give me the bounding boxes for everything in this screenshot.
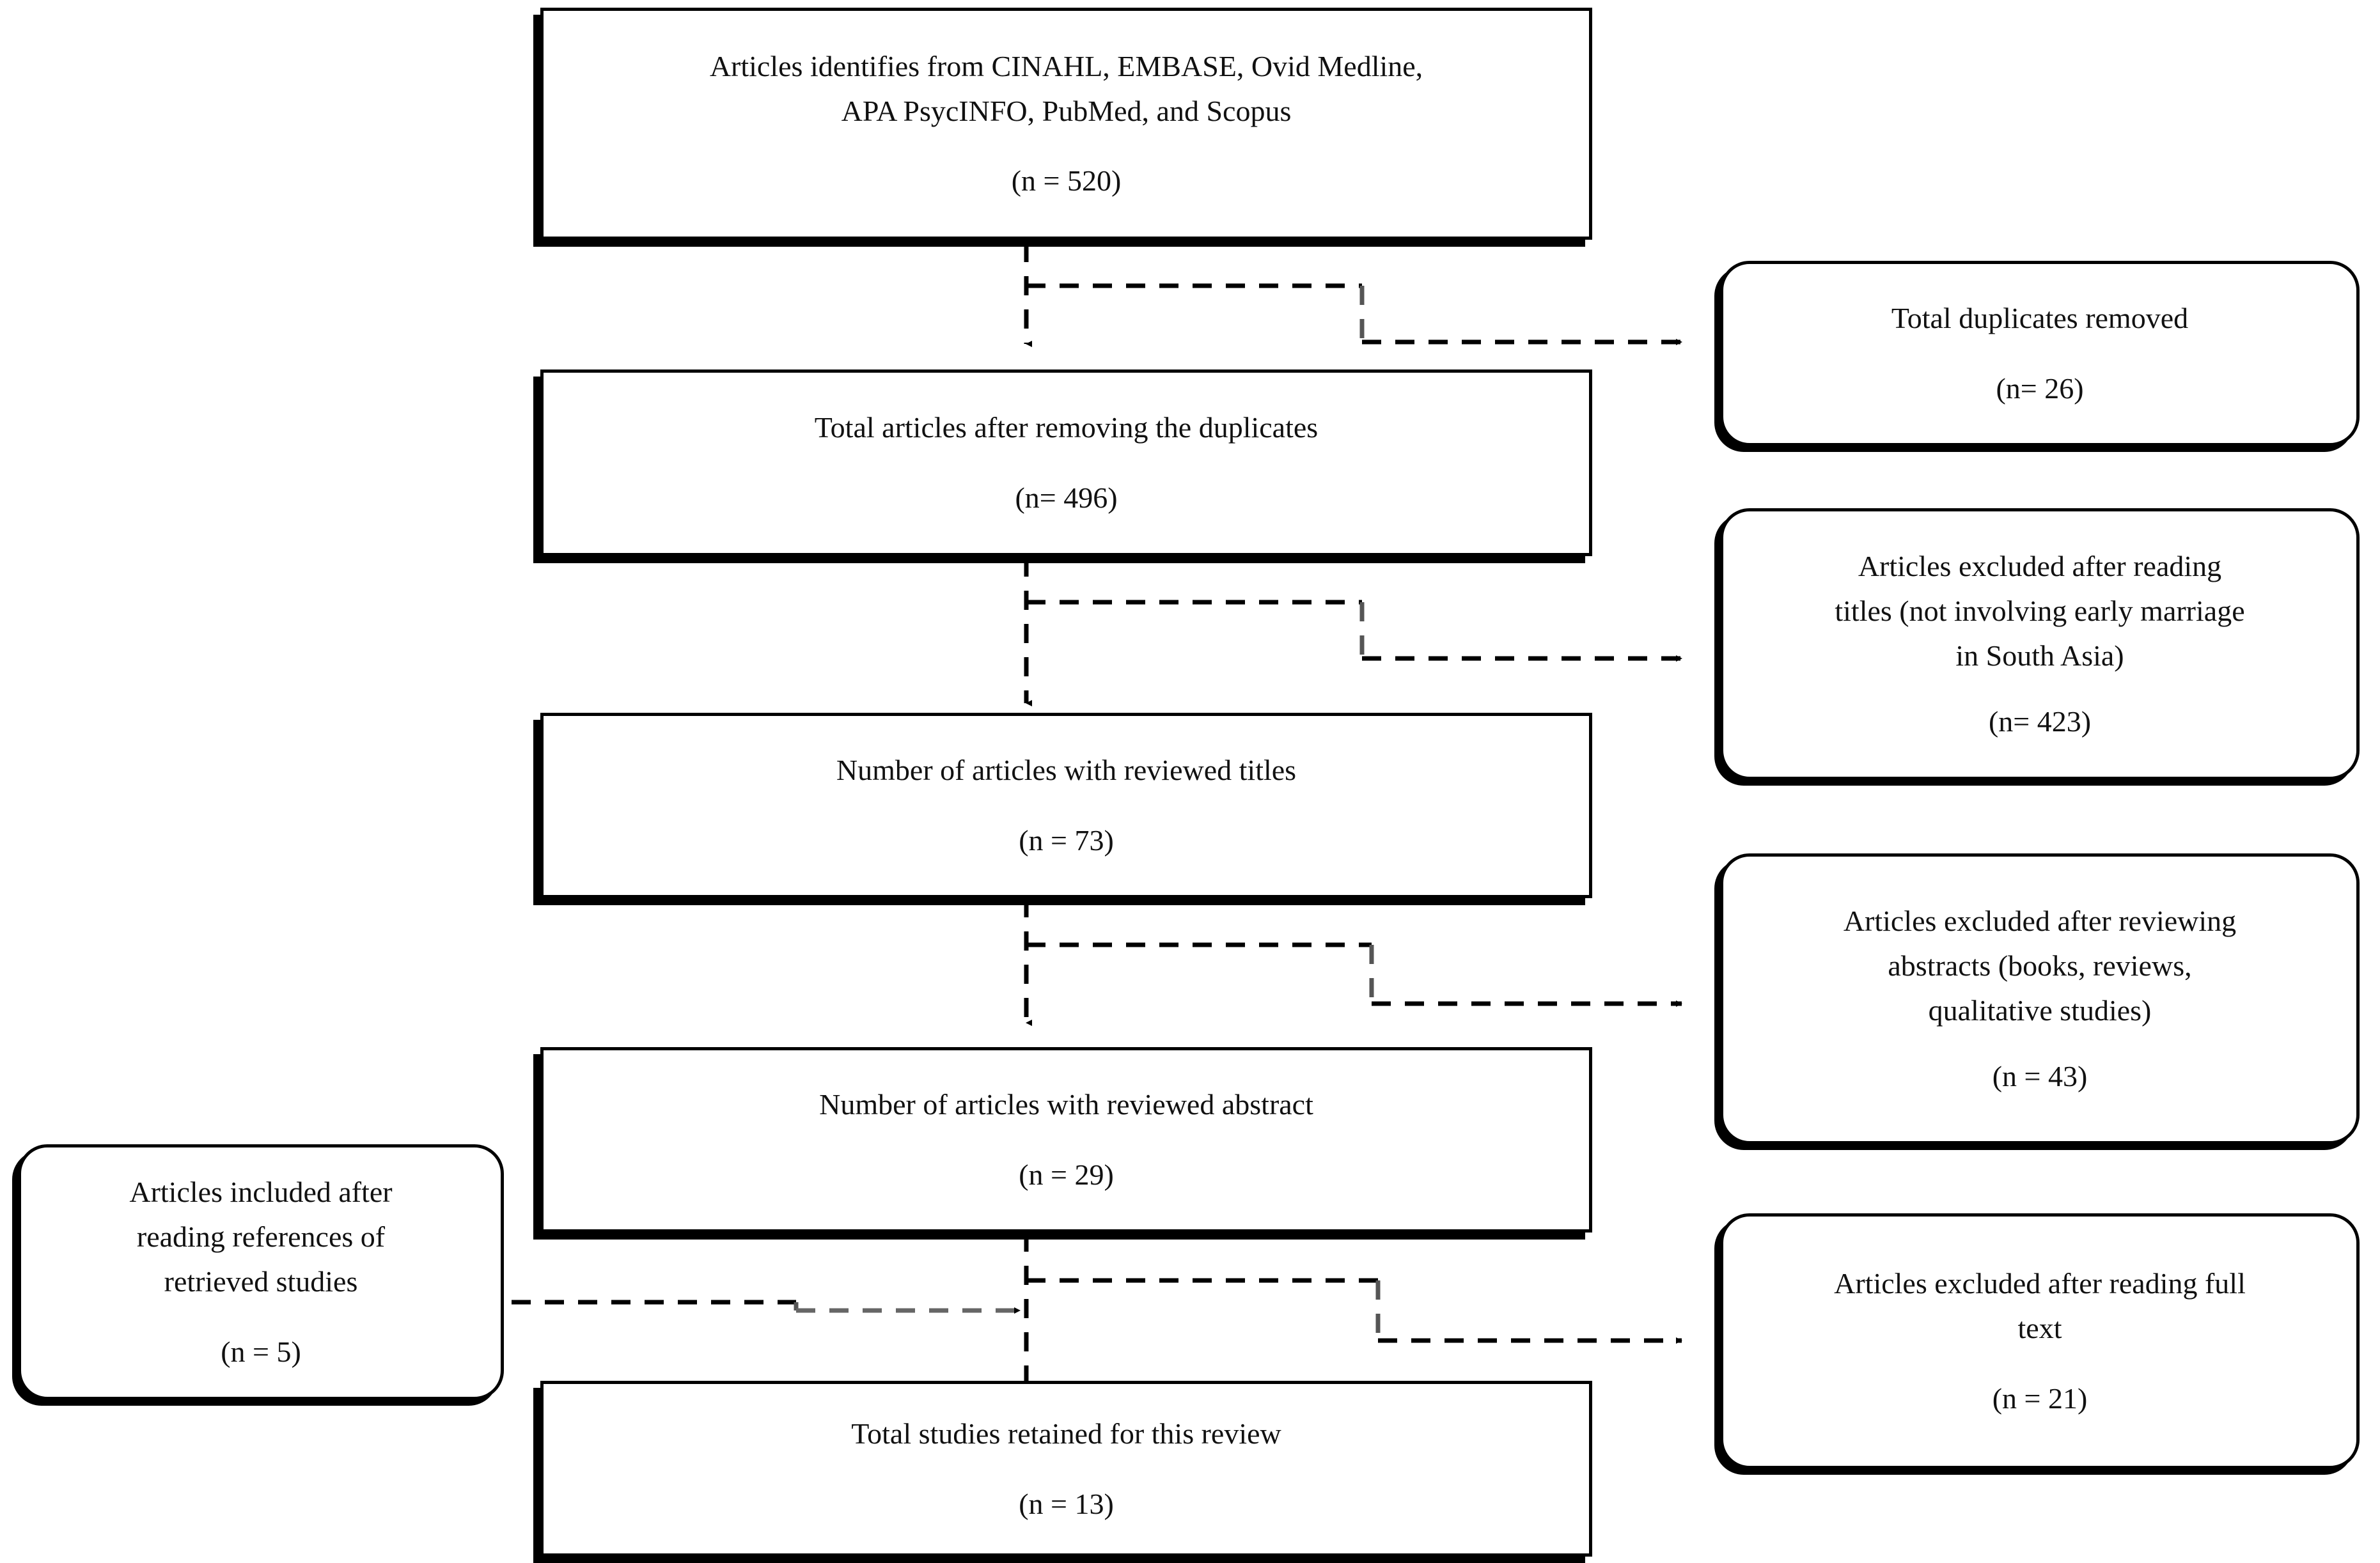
- node-abstracts-excluded: Articles excluded after reviewing abstra…: [1720, 853, 2360, 1144]
- node-identification-line2: APA PsycINFO, PubMed, and Scopus: [841, 94, 1292, 127]
- node-abstracts-excluded-count: (n = 43): [1992, 1060, 2088, 1093]
- node-reviewed-titles-count: (n = 73): [1019, 824, 1114, 857]
- node-abstracts-excluded-line1: Articles excluded after reviewing: [1843, 904, 2237, 937]
- connector-reviewed-abstract-to-fulltext-excluded: [1026, 1278, 1682, 1344]
- node-reviewed-abstract: Number of articles with reviewed abstrac…: [540, 1047, 1592, 1233]
- node-titles-excluded-line2: titles (not involving early marriage: [1835, 594, 2245, 627]
- node-fulltext-excluded-count: (n = 21): [1992, 1381, 2088, 1415]
- node-identification: Articles identifies from CINAHL, EMBASE,…: [540, 8, 1592, 240]
- connector-after-duplicates-to-titles-excluded: [1026, 600, 1682, 662]
- node-reviewed-titles-line1: Number of articles with reviewed titles: [836, 754, 1297, 787]
- node-fulltext-excluded: Articles excluded after reading full tex…: [1720, 1213, 2360, 1469]
- node-references-included-line3: retrieved studies: [164, 1265, 358, 1298]
- node-identification-line1: Articles identifies from CINAHL, EMBASE,…: [709, 49, 1423, 82]
- node-duplicates-removed: Total duplicates removed (n= 26): [1720, 261, 2360, 446]
- node-abstracts-excluded-line3: qualitative studies): [1928, 993, 2152, 1027]
- node-references-included: Articles included after reading referenc…: [18, 1144, 504, 1400]
- node-references-included-line2: reading references of: [136, 1220, 386, 1254]
- node-references-included-count: (n = 5): [221, 1335, 301, 1368]
- node-titles-excluded: Articles excluded after reading titles (…: [1720, 508, 2360, 780]
- node-duplicates-removed-count: (n= 26): [1996, 372, 2084, 405]
- node-fulltext-excluded-line1: Articles excluded after reading full: [1834, 1267, 2246, 1300]
- node-titles-excluded-line1: Articles excluded after reading: [1858, 549, 2222, 582]
- node-retained-count: (n = 13): [1019, 1487, 1114, 1520]
- connector-identification-to-duplicates-removed: [1026, 283, 1682, 345]
- node-after-duplicates: Total articles after removing the duplic…: [540, 369, 1592, 556]
- node-after-duplicates-line1: Total articles after removing the duplic…: [814, 411, 1319, 444]
- node-abstracts-excluded-line2: abstracts (books, reviews,: [1888, 949, 2192, 982]
- node-identification-count: (n = 520): [1011, 164, 1122, 198]
- node-fulltext-excluded-line2: text: [2017, 1312, 2062, 1345]
- connector-references-included-to-retained: [512, 1300, 1021, 1314]
- node-reviewed-titles: Number of articles with reviewed titles …: [540, 713, 1592, 898]
- node-retained-line1: Total studies retained for this review: [851, 1417, 1281, 1450]
- node-titles-excluded-line3: in South Asia): [1955, 639, 2124, 672]
- node-retained: Total studies retained for this review (…: [540, 1381, 1592, 1557]
- node-reviewed-abstract-line1: Number of articles with reviewed abstrac…: [819, 1088, 1313, 1121]
- node-titles-excluded-count: (n= 423): [1988, 705, 2092, 738]
- node-duplicates-removed-line1: Total duplicates removed: [1891, 302, 2189, 335]
- node-reviewed-abstract-count: (n = 29): [1019, 1158, 1114, 1191]
- connector-reviewed-titles-to-abstracts-excluded: [1026, 942, 1682, 1007]
- node-after-duplicates-count: (n= 496): [1015, 481, 1118, 514]
- node-references-included-line1: Articles included after: [129, 1176, 393, 1209]
